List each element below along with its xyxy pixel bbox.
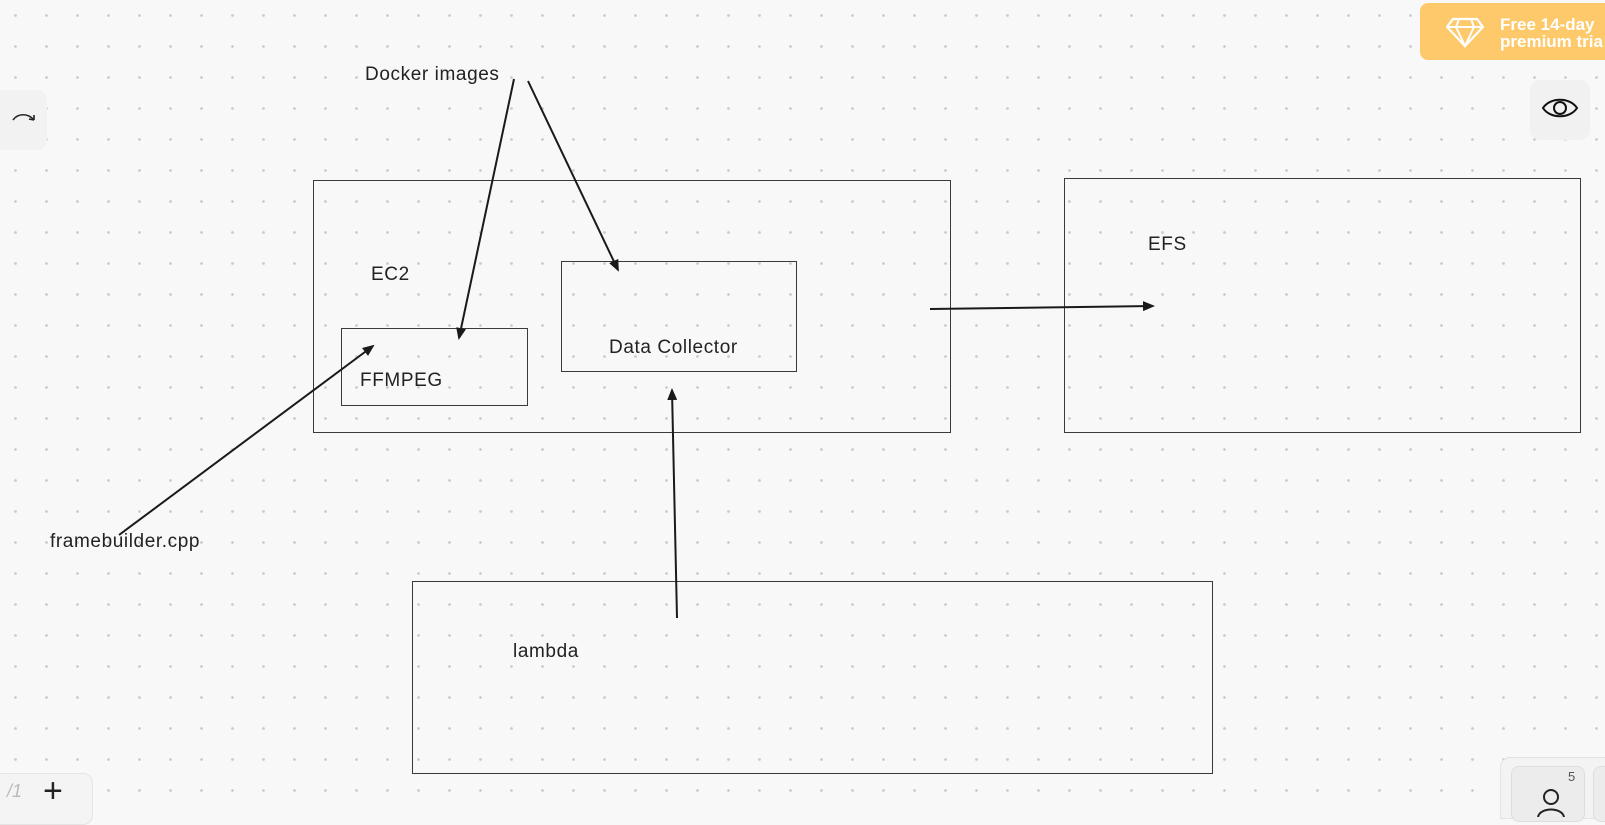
data-collector-label[interactable]: Data Collector [609,337,738,358]
data-collector-box[interactable] [561,261,797,372]
premium-trial-banner[interactable]: Free 14-day premium tria [1420,3,1605,60]
ffmpeg-label[interactable]: FFMPEG [360,370,443,391]
user-icon [1536,787,1566,822]
page-controls: /1 + [0,772,93,825]
efs-box[interactable] [1064,178,1581,433]
collaborators-panel: 5 [1500,757,1605,822]
add-page-button[interactable]: + [43,772,63,810]
promo-line-2: premium tria [1500,32,1603,51]
lambda-box[interactable] [412,581,1213,774]
ffmpeg-box[interactable] [341,328,528,406]
user-count-badge: 5 [1568,769,1576,784]
redo-button[interactable] [0,90,47,150]
framebuilder-label[interactable]: framebuilder.cpp [50,531,201,552]
efs-label[interactable]: EFS [1148,234,1187,255]
docker-images-label[interactable]: Docker images [365,64,500,85]
promo-line-1: Free 14-day [1500,15,1595,34]
diamond-icon [1445,16,1485,53]
lambda-label[interactable]: lambda [513,641,579,662]
eye-icon [1541,96,1579,125]
panel-next-button[interactable] [1593,766,1605,822]
whiteboard-canvas[interactable]: Docker images EC2 FFMPEG Data Collector … [0,0,1605,807]
view-mode-button[interactable] [1530,80,1590,140]
page-number: /1 [7,781,23,801]
collaborators-button[interactable]: 5 [1511,766,1585,822]
redo-icon [10,110,38,131]
ec2-label[interactable]: EC2 [371,264,410,285]
